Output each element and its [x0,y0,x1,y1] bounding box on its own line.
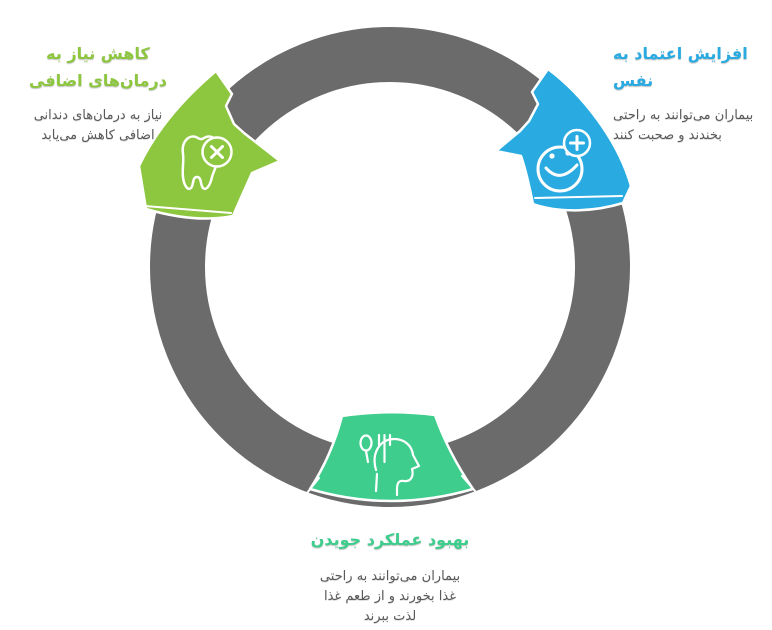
confidence-badge-fold-line [534,195,623,199]
tooth-x-icon [181,135,233,191]
tooth-badge-fold-line [144,205,232,214]
chewing-badge-shape [308,411,475,503]
item-bottom-title: بهبود عملکرد جویدن [310,530,470,549]
item-top-left-description: نیاز به درمان‌های دندانی اضافی کاهش می‌ی… [33,108,163,143]
item-bottom-description: بیماران می‌توانند به راحتی غذا بخورند و … [319,569,461,624]
item-top-left-title: کاهش نیاز به درمان‌های اضافی [29,44,167,90]
smiley-plus-icon [536,128,592,193]
item-top-right: افزایش اعتماد به نفس بیماران می‌توانند ب… [613,40,771,146]
item-bottom: بهبود عملکرد جویدن بیماران می‌توانند به … [283,526,497,627]
tooth-badge [137,69,282,220]
chewing-badge-fold-lines [306,475,476,494]
item-top-left: کاهش نیاز به درمان‌های اضافی نیاز به درم… [10,40,186,146]
chewing-badge [306,411,476,503]
item-top-right-title: افزایش اعتماد به نفس [613,44,748,90]
confidence-badge [494,67,633,212]
chewing-head-icon [359,433,421,497]
item-top-right-description: بیماران می‌توانند به راحتی بخندند و صحبت… [613,108,754,143]
